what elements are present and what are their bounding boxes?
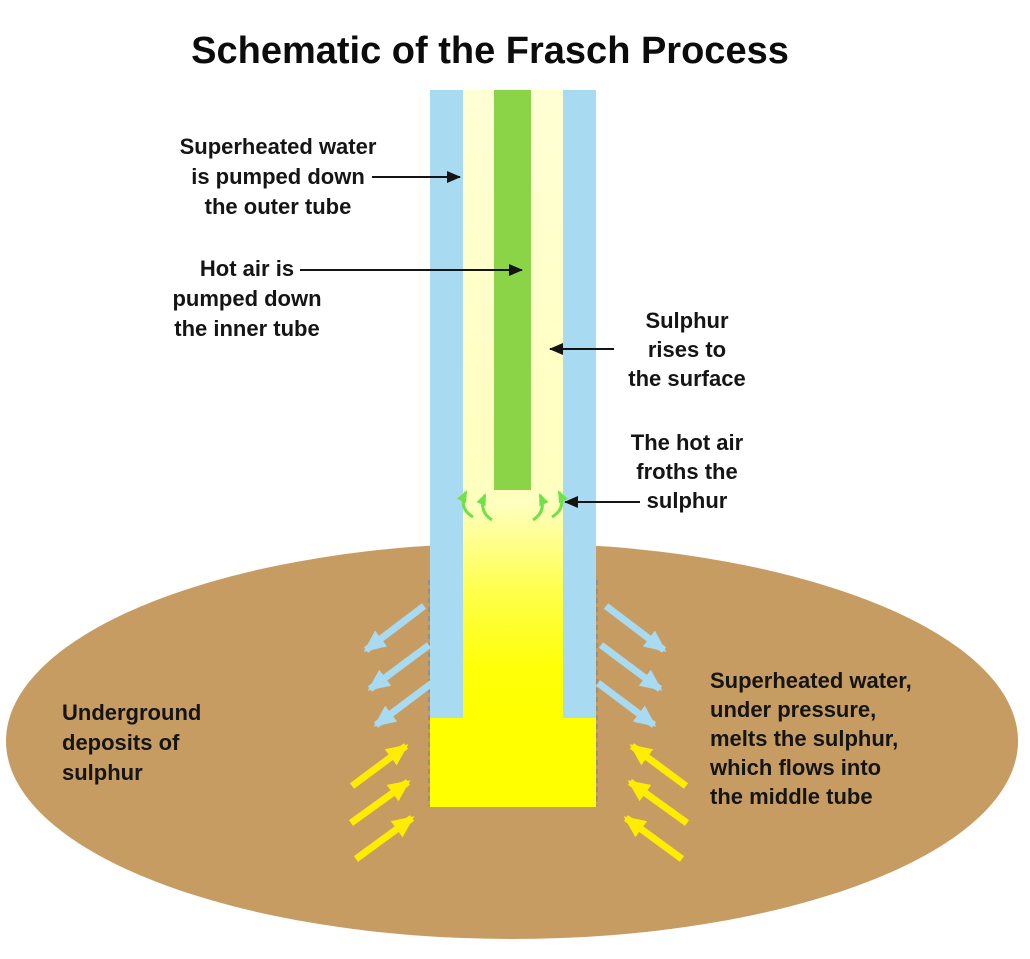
label-water-melts-sulphur: Superheated water, under pressure, melts… xyxy=(710,666,975,811)
label-line: Superheated water xyxy=(179,134,377,159)
label-line: under pressure, xyxy=(710,697,877,722)
label-superheated-water-down: Superheated water is pumped down the out… xyxy=(148,132,408,222)
label-hot-air-froths: The hot air froths the sulphur xyxy=(602,428,772,515)
label-line: The hot air xyxy=(630,430,744,455)
label-line: the surface xyxy=(628,366,746,391)
label-line: sulphur xyxy=(62,760,143,785)
label-line: the outer tube xyxy=(204,194,352,219)
inner-tube-air xyxy=(494,90,531,490)
label-line: the middle tube xyxy=(710,784,873,809)
label-line: Sulphur xyxy=(645,308,729,333)
label-line: is pumped down xyxy=(191,164,365,189)
outer-tube-water xyxy=(430,90,596,718)
label-line: rises to xyxy=(647,337,727,362)
page-title: Schematic of the Frasch Process xyxy=(191,30,789,72)
label-line: melts the sulphur, xyxy=(710,726,899,751)
label-line: pumped down xyxy=(172,286,322,311)
sulphur-inflow-arrows xyxy=(348,743,690,862)
label-line: froths the xyxy=(636,459,738,484)
label-underground-deposits: Underground deposits of sulphur xyxy=(62,698,292,788)
label-sulphur-rises: Sulphur rises to the surface xyxy=(602,306,772,393)
dashed-tube-outline xyxy=(428,580,598,806)
label-line: the inner tube xyxy=(174,316,320,341)
label-line: Underground xyxy=(62,700,202,725)
label-line: sulphur xyxy=(646,488,728,513)
label-line: Superheated water, xyxy=(710,668,912,693)
label-pointer-arrows xyxy=(300,171,640,508)
label-hot-air-down: Hot air is pumped down the inner tube xyxy=(132,254,362,344)
molten-sulphur-chamber xyxy=(430,718,596,807)
water-outflow-arrows xyxy=(363,603,667,728)
froth-swirl-arrows xyxy=(457,490,568,522)
label-line: Hot air is xyxy=(199,256,295,281)
label-line: which flows into xyxy=(710,755,882,780)
label-line: deposits of xyxy=(62,730,180,755)
